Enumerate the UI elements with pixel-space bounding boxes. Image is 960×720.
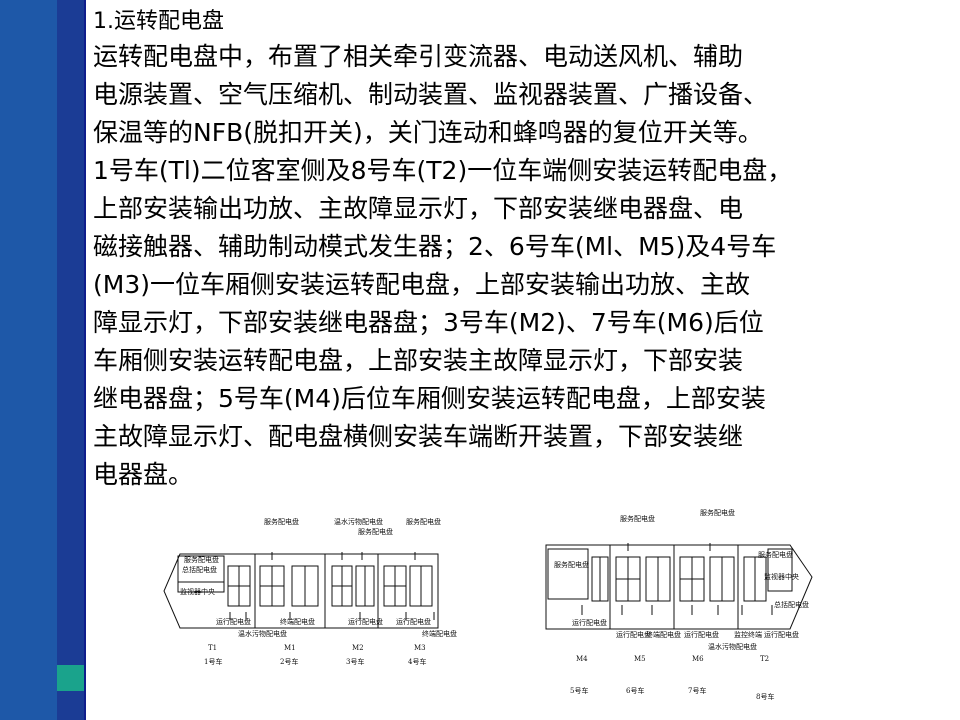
paragraph-line: 运转配电盘中，布置了相关牵引变流器、电动送风机、辅助 xyxy=(93,42,744,71)
paragraph-line: 1号车(Tl)二位客室侧及8号车(T2)一位车端侧安装运转配电盘， xyxy=(93,156,793,185)
paragraph-line: 继电器盘；5号车(M4)后位车厢侧安装运转配电盘，上部安装 xyxy=(93,384,766,413)
panel-label-top: 服务配电盘 xyxy=(700,508,735,517)
paragraph-line: 电器盘。 xyxy=(93,460,194,489)
panel-label-top: 温水污物配电盘 xyxy=(334,517,383,526)
cab-label: 监视器中央 xyxy=(180,587,215,596)
panel-label-bottom: 运行配电盘 xyxy=(572,618,607,627)
car-name: 4号车 xyxy=(408,657,426,666)
car-name: 5号车 xyxy=(570,686,588,695)
panel-label-bottom: 终端配电盘 xyxy=(280,617,315,626)
paragraph-line: 电源装置、空气压缩机、制动装置、监视器装置、广播设备、 xyxy=(93,80,769,109)
paragraph-line: 保温等的NFB(脱扣开关)，关门连动和蜂鸣器的复位开关等。 xyxy=(93,118,763,147)
car-name: 6号车 xyxy=(626,686,644,695)
car-name: 1号车 xyxy=(204,657,222,666)
paragraph-line: 车厢侧安装运转配电盘，上部安装主故障显示灯，下部安装 xyxy=(93,346,744,375)
panel-label-bottom: 温水污物配电盘 xyxy=(708,642,757,651)
paragraph-line: 上部安装输出功放、主故障显示灯，下部安装继电器盘、电 xyxy=(93,194,744,223)
car-code: M6 xyxy=(692,655,704,663)
car-code: T1 xyxy=(208,644,217,652)
panel-label-bottom: 运行配电盘 xyxy=(684,630,719,639)
train-diagram-cars-1-4: 服务配电盘 总括配电盘 监视器中央 服务配电盘 温水污物配电盘 服务配电盘 服务… xyxy=(160,512,460,677)
car-code: M1 xyxy=(284,644,296,652)
train-diagram-right-svg: 服务配电盘 服务配电盘 服务配电盘 服务配电盘 监视器中央 总括配电盘 运行配电… xyxy=(545,508,813,701)
paragraph-line: (M3)一位车厢侧安装运转配电盘，上部安装输出功放、主故 xyxy=(93,270,750,299)
car-code: M3 xyxy=(414,644,426,652)
panel-label-top: 服务配电盘 xyxy=(358,527,393,536)
body-paragraph: 运转配电盘中，布置了相关牵引变流器、电动送风机、辅助 电源装置、空气压缩机、制动… xyxy=(93,38,953,494)
slide-content: 1.运转配电盘 运转配电盘中，布置了相关牵引变流器、电动送风机、辅助 电源装置、… xyxy=(93,6,953,494)
cab-label: 服务配电盘 xyxy=(758,550,793,559)
slide-heading: 1.运转配电盘 xyxy=(93,9,224,34)
car-code: M4 xyxy=(576,655,588,663)
car-name: 7号车 xyxy=(688,686,706,695)
car-code: M2 xyxy=(352,644,364,652)
train-diagram-left-svg: 服务配电盘 总括配电盘 监视器中央 服务配电盘 温水污物配电盘 服务配电盘 服务… xyxy=(163,517,457,666)
panel-label-top: 服务配电盘 xyxy=(620,514,655,523)
panel-label-bottom: 运行配电盘 xyxy=(764,630,799,639)
car-name: 3号车 xyxy=(346,657,364,666)
accent-teal-square xyxy=(57,665,84,691)
panel-label-bottom: 终端配电盘 xyxy=(646,630,681,639)
car-code: M5 xyxy=(634,655,646,663)
panel-label-top: 服务配电盘 xyxy=(406,517,441,526)
train-diagram-cars-5-8: 服务配电盘 服务配电盘 服务配电盘 服务配电盘 监视器中央 总括配电盘 运行配电… xyxy=(542,505,817,710)
panel-label-left: 服务配电盘 xyxy=(554,560,589,569)
car-name: 8号车 xyxy=(756,692,774,701)
cab-label: 总括配电盘 xyxy=(774,600,809,609)
accent-strip-bottom xyxy=(57,691,84,720)
panel-label-bottom: 运行配电盘 xyxy=(348,617,383,626)
panel-label-bottom: 运行配电盘 xyxy=(216,617,251,626)
panel-label-bottom: 温水污物配电盘 xyxy=(238,629,287,638)
panel-label-top: 服务配电盘 xyxy=(264,517,299,526)
left-decor-bar xyxy=(0,0,57,720)
car-name: 2号车 xyxy=(280,657,298,666)
car-code: T2 xyxy=(760,655,769,663)
paragraph-line: 磁接触器、辅助制动模式发生器；2、6号车(Ml、M5)及4号车 xyxy=(93,232,777,261)
panel-label-bottom: 运行配电盘 xyxy=(616,630,651,639)
panel-label-bottom: 终端配电盘 xyxy=(422,629,457,638)
panel-label-bottom: 运行配电盘 xyxy=(396,617,431,626)
panel-label-bottom: 监控终端 xyxy=(734,630,762,639)
paragraph-line: 主故障显示灯、配电盘横侧安装车端断开装置，下部安装继 xyxy=(93,422,744,451)
cab-label: 监视器中央 xyxy=(764,572,799,581)
cab-label: 服务配电盘 xyxy=(184,555,219,564)
paragraph-line: 障显示灯，下部安装继电器盘；3号车(M2)、7号车(M6)后位 xyxy=(93,308,764,337)
vertical-divider xyxy=(84,0,86,720)
cab-label: 总括配电盘 xyxy=(182,565,217,574)
accent-strip xyxy=(57,0,84,665)
